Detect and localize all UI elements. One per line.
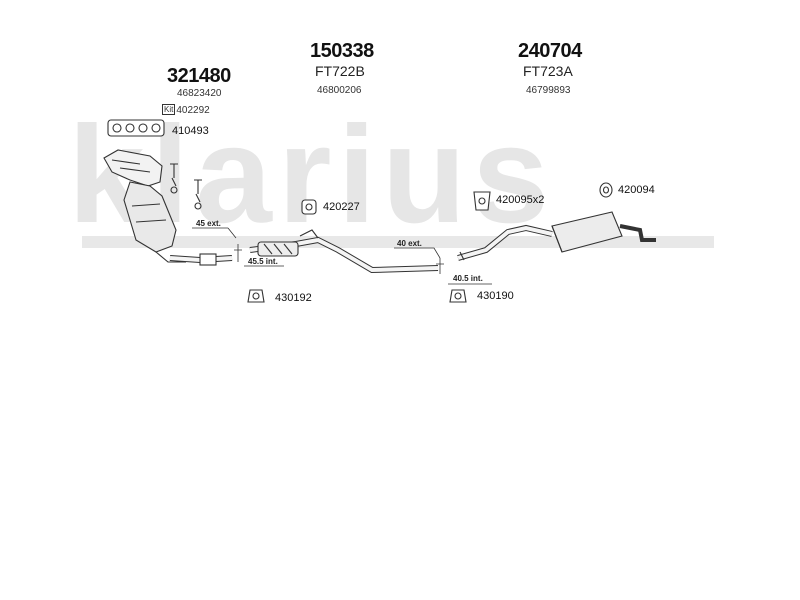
fitting-430192-icon bbox=[247, 289, 265, 303]
front-pipe bbox=[169, 253, 233, 266]
fitting-420227-icon bbox=[301, 199, 317, 215]
manifold-catalyst bbox=[103, 149, 186, 263]
kit-badge: Kit bbox=[162, 104, 176, 115]
gasket-number-410493: 410493 bbox=[172, 125, 209, 137]
dimension-40-5-int: 40.5 int. bbox=[453, 274, 483, 283]
kit-number: 402292 bbox=[176, 105, 210, 116]
middle-pipe bbox=[249, 229, 439, 274]
fitting-430190-icon bbox=[449, 289, 467, 303]
part-number-240704: 240704 bbox=[518, 40, 582, 62]
oe-number-46800206: 46800206 bbox=[317, 85, 362, 96]
fitting-430190-label: 430190 bbox=[477, 290, 514, 302]
rear-silencer bbox=[457, 211, 656, 261]
fitting-430192-label: 430192 bbox=[275, 292, 312, 304]
manifold-gasket bbox=[107, 119, 165, 137]
fitting-420095-icon bbox=[473, 191, 491, 211]
code-ft723a: FT723A bbox=[523, 63, 573, 79]
part-number-321480: 321480 bbox=[167, 65, 231, 87]
fitting-420094-label: 420094 bbox=[618, 184, 655, 196]
part-number-150338: 150338 bbox=[310, 40, 374, 62]
fitting-420227-label: 420227 bbox=[323, 201, 360, 213]
oe-number-46799893: 46799893 bbox=[526, 85, 571, 96]
dimension-45-ext: 45 ext. bbox=[196, 219, 221, 228]
oe-number-46823420: 46823420 bbox=[177, 88, 222, 99]
dimension-45-5-int: 45.5 int. bbox=[248, 257, 278, 266]
fitting-420095-label: 420095x2 bbox=[496, 194, 545, 206]
watermark-bar bbox=[82, 236, 714, 248]
fitting-420094-icon bbox=[599, 182, 613, 198]
code-ft722b: FT722B bbox=[315, 63, 365, 79]
lambda-sensors bbox=[170, 163, 202, 210]
dimension-lines bbox=[192, 227, 492, 285]
dimension-40-ext: 40 ext. bbox=[397, 239, 422, 248]
